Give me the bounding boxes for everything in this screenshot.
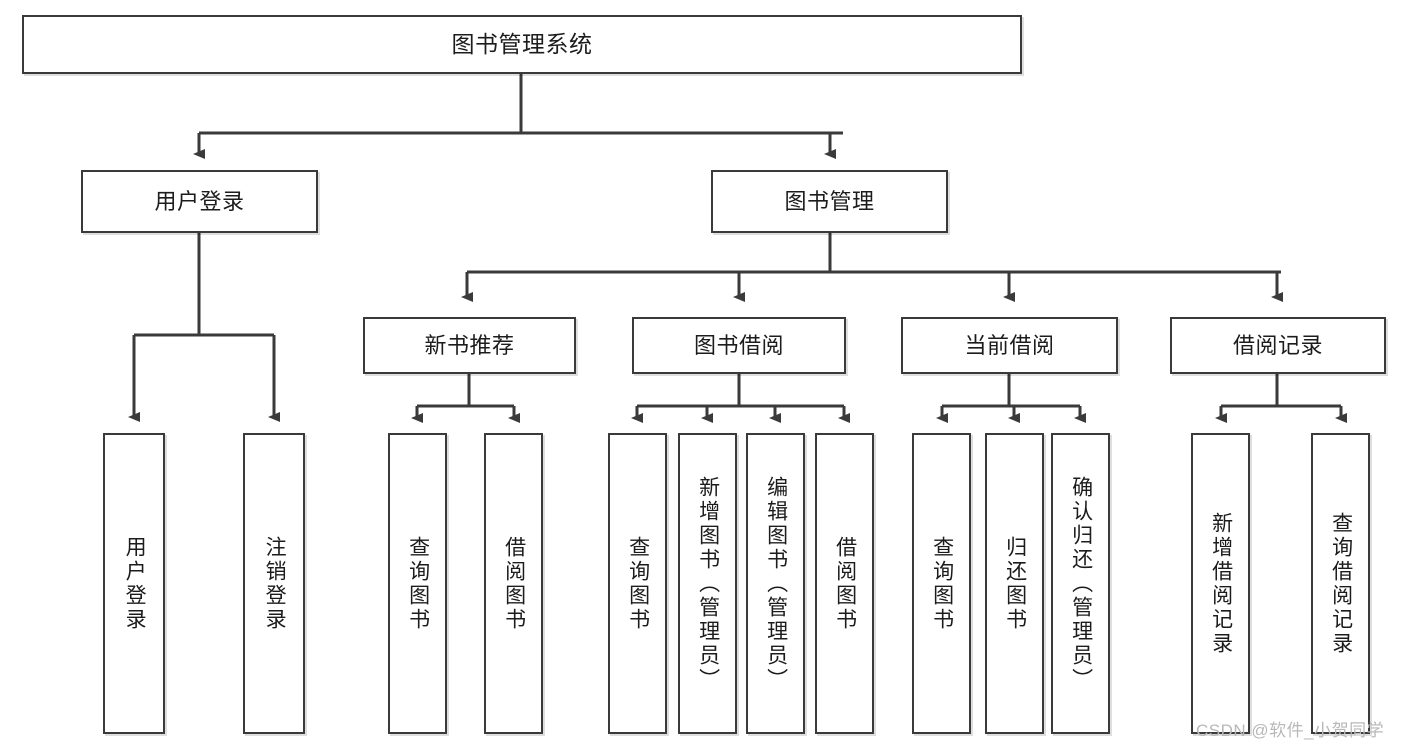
node-current-borrow[interactable]: 当前借阅	[901, 317, 1118, 374]
node-leaf-borrow-book-2-label: 借阅图书	[833, 535, 857, 632]
node-new-book-rec-label: 新书推荐	[424, 332, 515, 358]
node-new-book-rec[interactable]: 新书推荐	[363, 317, 576, 374]
node-leaf-borrow-book-2[interactable]: 借阅图书	[815, 433, 874, 734]
node-leaf-query-book-3-label: 查询图书	[930, 535, 954, 632]
node-leaf-confirm-return[interactable]: 确认归还（管理员）	[1051, 433, 1110, 734]
node-book-manage-label: 图书管理	[784, 188, 875, 214]
node-leaf-user-login[interactable]: 用户登录	[103, 433, 165, 734]
node-user-login-label: 用户登录	[154, 188, 245, 214]
node-book-borrow[interactable]: 图书借阅	[632, 317, 846, 374]
node-leaf-edit-book[interactable]: 编辑图书（管理员）	[746, 433, 805, 734]
node-leaf-query-book-2-label: 查询图书	[626, 535, 650, 632]
node-leaf-query-record-label: 查询借阅记录	[1329, 511, 1353, 656]
edge-group-book-borrow	[631, 374, 850, 423]
edge-group-user-login	[128, 233, 280, 422]
node-current-borrow-label: 当前借阅	[964, 332, 1055, 358]
node-leaf-logout-label: 注销登录	[263, 535, 287, 632]
node-leaf-user-login-label: 用户登录	[123, 535, 147, 632]
node-leaf-query-book-3[interactable]: 查询图书	[912, 433, 971, 734]
node-leaf-edit-book-label: 编辑图书（管理员）	[764, 475, 788, 692]
node-leaf-query-record[interactable]: 查询借阅记录	[1311, 433, 1370, 734]
node-leaf-query-book-1-label: 查询图书	[406, 535, 430, 632]
node-leaf-borrow-book-1[interactable]: 借阅图书	[484, 433, 543, 734]
node-leaf-borrow-book-1-label: 借阅图书	[502, 535, 526, 632]
node-user-login[interactable]: 用户登录	[81, 170, 318, 233]
node-leaf-add-book[interactable]: 新增图书（管理员）	[678, 433, 737, 734]
node-borrow-record[interactable]: 借阅记录	[1170, 317, 1386, 374]
edge-group-book-manage	[461, 233, 1283, 302]
edge-group-root	[193, 74, 843, 159]
edge-group-borrow-record	[1215, 374, 1347, 423]
node-leaf-add-record[interactable]: 新增借阅记录	[1191, 433, 1250, 734]
node-leaf-logout[interactable]: 注销登录	[243, 433, 305, 734]
node-root[interactable]: 图书管理系统	[22, 15, 1022, 74]
edge-group-current-borrow	[936, 374, 1086, 423]
node-book-borrow-label: 图书借阅	[693, 332, 784, 358]
node-leaf-return-book-label: 归还图书	[1003, 535, 1027, 632]
node-leaf-confirm-return-label: 确认归还（管理员）	[1069, 475, 1093, 692]
node-root-label: 图书管理系统	[451, 31, 593, 58]
node-borrow-record-label: 借阅记录	[1232, 332, 1323, 358]
node-leaf-query-book-2[interactable]: 查询图书	[608, 433, 667, 734]
edge-group-new-book-rec	[411, 374, 520, 423]
node-leaf-add-book-label: 新增图书（管理员）	[696, 475, 720, 692]
node-leaf-return-book[interactable]: 归还图书	[985, 433, 1044, 734]
node-leaf-query-book-1[interactable]: 查询图书	[388, 433, 447, 734]
node-book-manage[interactable]: 图书管理	[711, 170, 948, 233]
node-leaf-add-record-label: 新增借阅记录	[1209, 511, 1233, 656]
